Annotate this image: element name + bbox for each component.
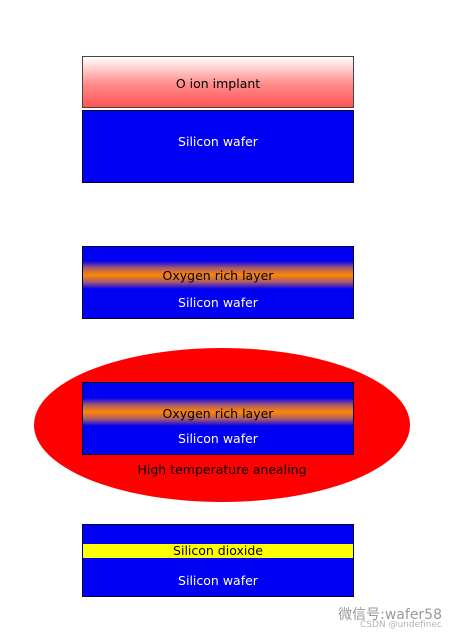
- oxygen-layer-label-step3: Oxygen rich layer: [162, 406, 274, 421]
- silicon-wafer-step3: Oxygen rich layer Silicon wafer: [82, 382, 354, 455]
- wafer-label-step2: Silicon wafer: [178, 295, 258, 310]
- wafer-label-step3: Silicon wafer: [178, 431, 258, 446]
- silicon-wafer-step2: Oxygen rich layer Silicon wafer: [82, 246, 354, 319]
- oxygen-layer-label-step2: Oxygen rich layer: [162, 268, 274, 283]
- oxygen-rich-layer-step3: [83, 398, 353, 426]
- oxygen-rich-layer-step2: [83, 261, 353, 289]
- implant-label: O ion implant: [175, 76, 261, 91]
- wafer-label-step4: Silicon wafer: [178, 573, 258, 588]
- oxygen-ion-implant-region: O ion implant: [82, 56, 354, 108]
- silicon-wafer-step4: Silicon dioxide Silicon wafer: [82, 524, 354, 597]
- silicon-dioxide-layer: [83, 544, 353, 558]
- silicon-wafer-step1: Silicon wafer: [82, 110, 354, 183]
- annealing-label: High temperature anealing: [137, 462, 307, 477]
- watermark-subtext: CSDN @undefinec: [359, 620, 442, 630]
- wafer-label-step1: Silicon wafer: [178, 134, 258, 149]
- oxide-label: Silicon dioxide: [173, 543, 263, 558]
- watermark-text: 微信号:wafer58: [338, 607, 442, 623]
